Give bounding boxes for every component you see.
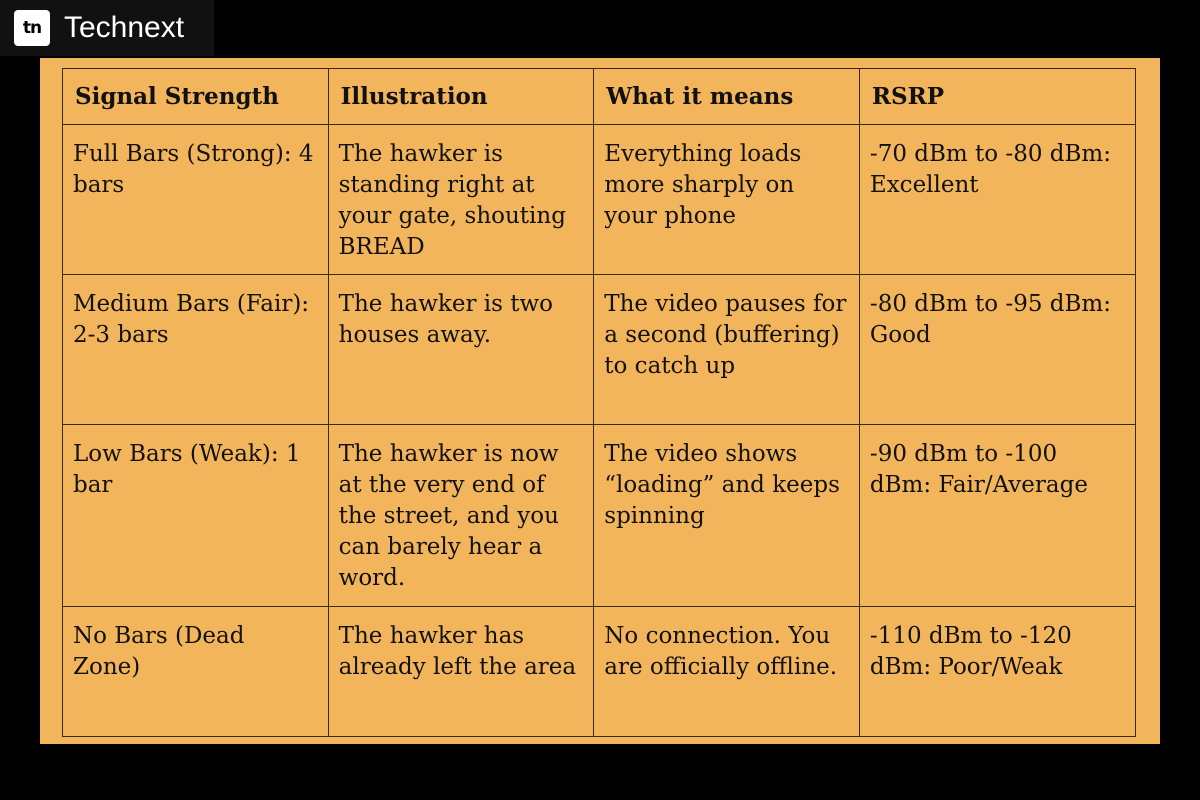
header-illustration: Illustration (327, 68, 595, 125)
cell-signal-strength: No Bars (Dead Zone) (62, 606, 329, 737)
cell-rsrp: -110 dBm to -120 dBm: Poor/Weak (858, 606, 1137, 737)
table-header-row: Signal Strength Illustration What it mea… (62, 68, 1137, 125)
cell-illustration: The hawker has already left the area (327, 606, 595, 737)
header-signal-strength: Signal Strength (62, 68, 329, 125)
cell-meaning: The video pauses for a second (buffering… (593, 274, 860, 425)
cell-signal-strength: Full Bars (Strong): 4 bars (62, 124, 329, 275)
cell-rsrp: -70 dBm to -80 dBm: Excellent (858, 124, 1137, 275)
cell-meaning: The video shows “loading” and keeps spin… (593, 424, 860, 607)
header-what-it-means: What it means (593, 68, 860, 125)
cell-meaning: No connection. You are officially offlin… (593, 606, 860, 737)
cell-meaning: Everything loads more sharply on your ph… (593, 124, 860, 275)
table-row: Medium Bars (Fair): 2-3 bars The hawker … (62, 274, 1137, 425)
table-card: Signal Strength Illustration What it mea… (40, 58, 1160, 744)
table-row: Low Bars (Weak): 1 bar The hawker is now… (62, 424, 1137, 607)
technext-logo-icon: tn (14, 10, 50, 46)
table-row: Full Bars (Strong): 4 bars The hawker is… (62, 124, 1137, 275)
brand-name: Technext (64, 11, 185, 44)
cell-rsrp: -80 dBm to -95 dBm: Good (858, 274, 1137, 425)
header-rsrp: RSRP (858, 68, 1137, 125)
cell-illustration: The hawker is standing right at your gat… (327, 124, 595, 275)
cell-illustration: The hawker is two houses away. (327, 274, 595, 425)
table-row: No Bars (Dead Zone) The hawker has alrea… (62, 606, 1137, 737)
signal-strength-table: Signal Strength Illustration What it mea… (62, 68, 1137, 737)
brand-badge: tn Technext (0, 0, 214, 56)
cell-illustration: The hawker is now at the very end of the… (327, 424, 595, 607)
cell-signal-strength: Medium Bars (Fair): 2-3 bars (62, 274, 329, 425)
cell-rsrp: -90 dBm to -100 dBm: Fair/Average (858, 424, 1137, 607)
cell-signal-strength: Low Bars (Weak): 1 bar (62, 424, 329, 607)
